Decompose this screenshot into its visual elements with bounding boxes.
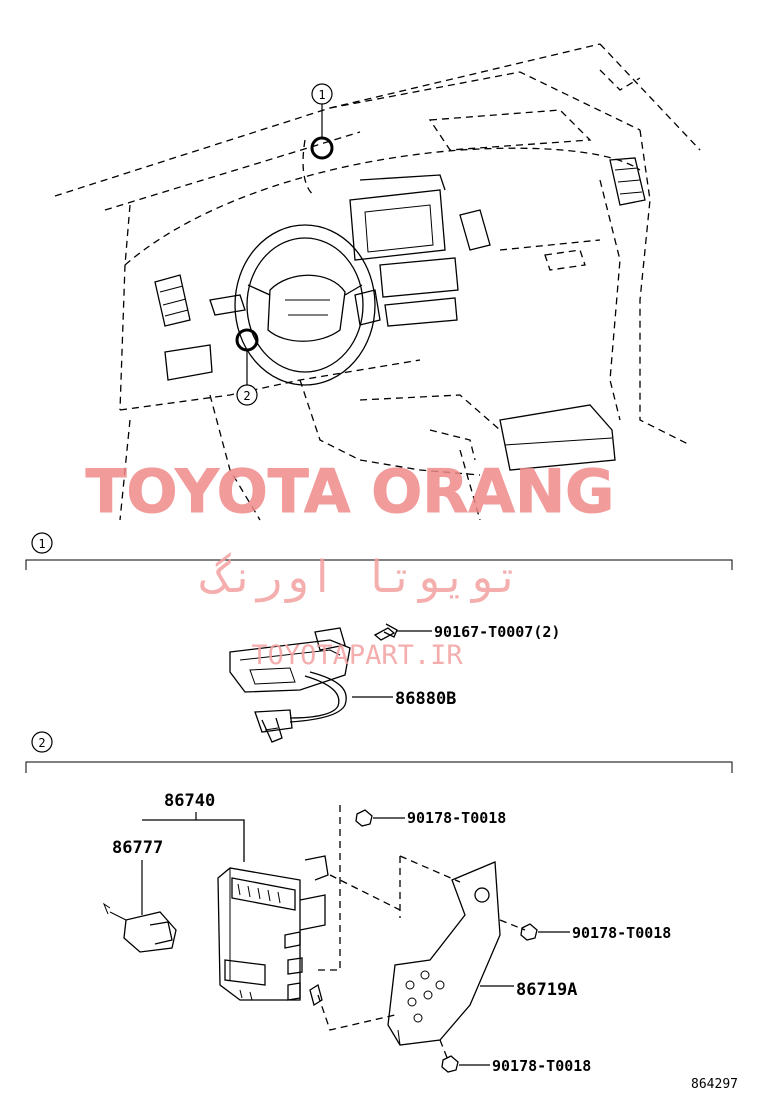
sensor-86880b (229, 627, 351, 743)
diagram-id: 864297 (691, 1077, 738, 1092)
connector-86777 (102, 902, 177, 953)
watermark-main: TOYOTA ORANG (86, 457, 615, 527)
part-label-90178-t0018-right: 90178-T0018 (572, 924, 671, 942)
nut-icon-top (355, 809, 373, 827)
part-label-86880b: 86880B (395, 689, 456, 709)
part-label-90178-t0018-top: 90178-T0018 (407, 809, 506, 827)
bracket-86719a (387, 861, 501, 1046)
ecu-module-86740 (217, 855, 329, 1001)
part-label-86740: 86740 (164, 791, 215, 811)
part-label-90178-t0018-bottom: 90178-T0018 (492, 1057, 591, 1075)
location-marker-2 (235, 328, 259, 352)
bolt-90167 (373, 623, 398, 641)
callout-1: 1 (310, 83, 334, 160)
nut-icon-right (520, 923, 538, 941)
nut-icon-bottom (441, 1055, 459, 1073)
section-1: 1 90167-T0007(2) 86880B (25, 532, 733, 743)
part-label-86777: 86777 (112, 838, 163, 858)
dashboard-illustration (54, 43, 701, 521)
watermark-site: TOYOTAPART.IR (251, 640, 463, 671)
watermark-persian: تویوتا اورنگ (200, 551, 521, 603)
watermark: TOYOTA ORANG تویوتا اورنگ TOYOTAPART.IR (85, 457, 615, 672)
section-2-marker: 2 (38, 736, 45, 750)
section-1-marker: 1 (38, 537, 45, 551)
part-label-86719a: 86719A (516, 980, 577, 1000)
callout-1-label: 1 (318, 88, 325, 102)
screw-icon (309, 983, 323, 1007)
callout-2: 2 (235, 328, 259, 406)
section-2: 2 86740 86777 (25, 731, 733, 1075)
location-marker-1 (310, 136, 334, 160)
callout-2-label: 2 (243, 389, 250, 403)
part-label-90167-t0007: 90167-T0007(2) (434, 623, 560, 641)
